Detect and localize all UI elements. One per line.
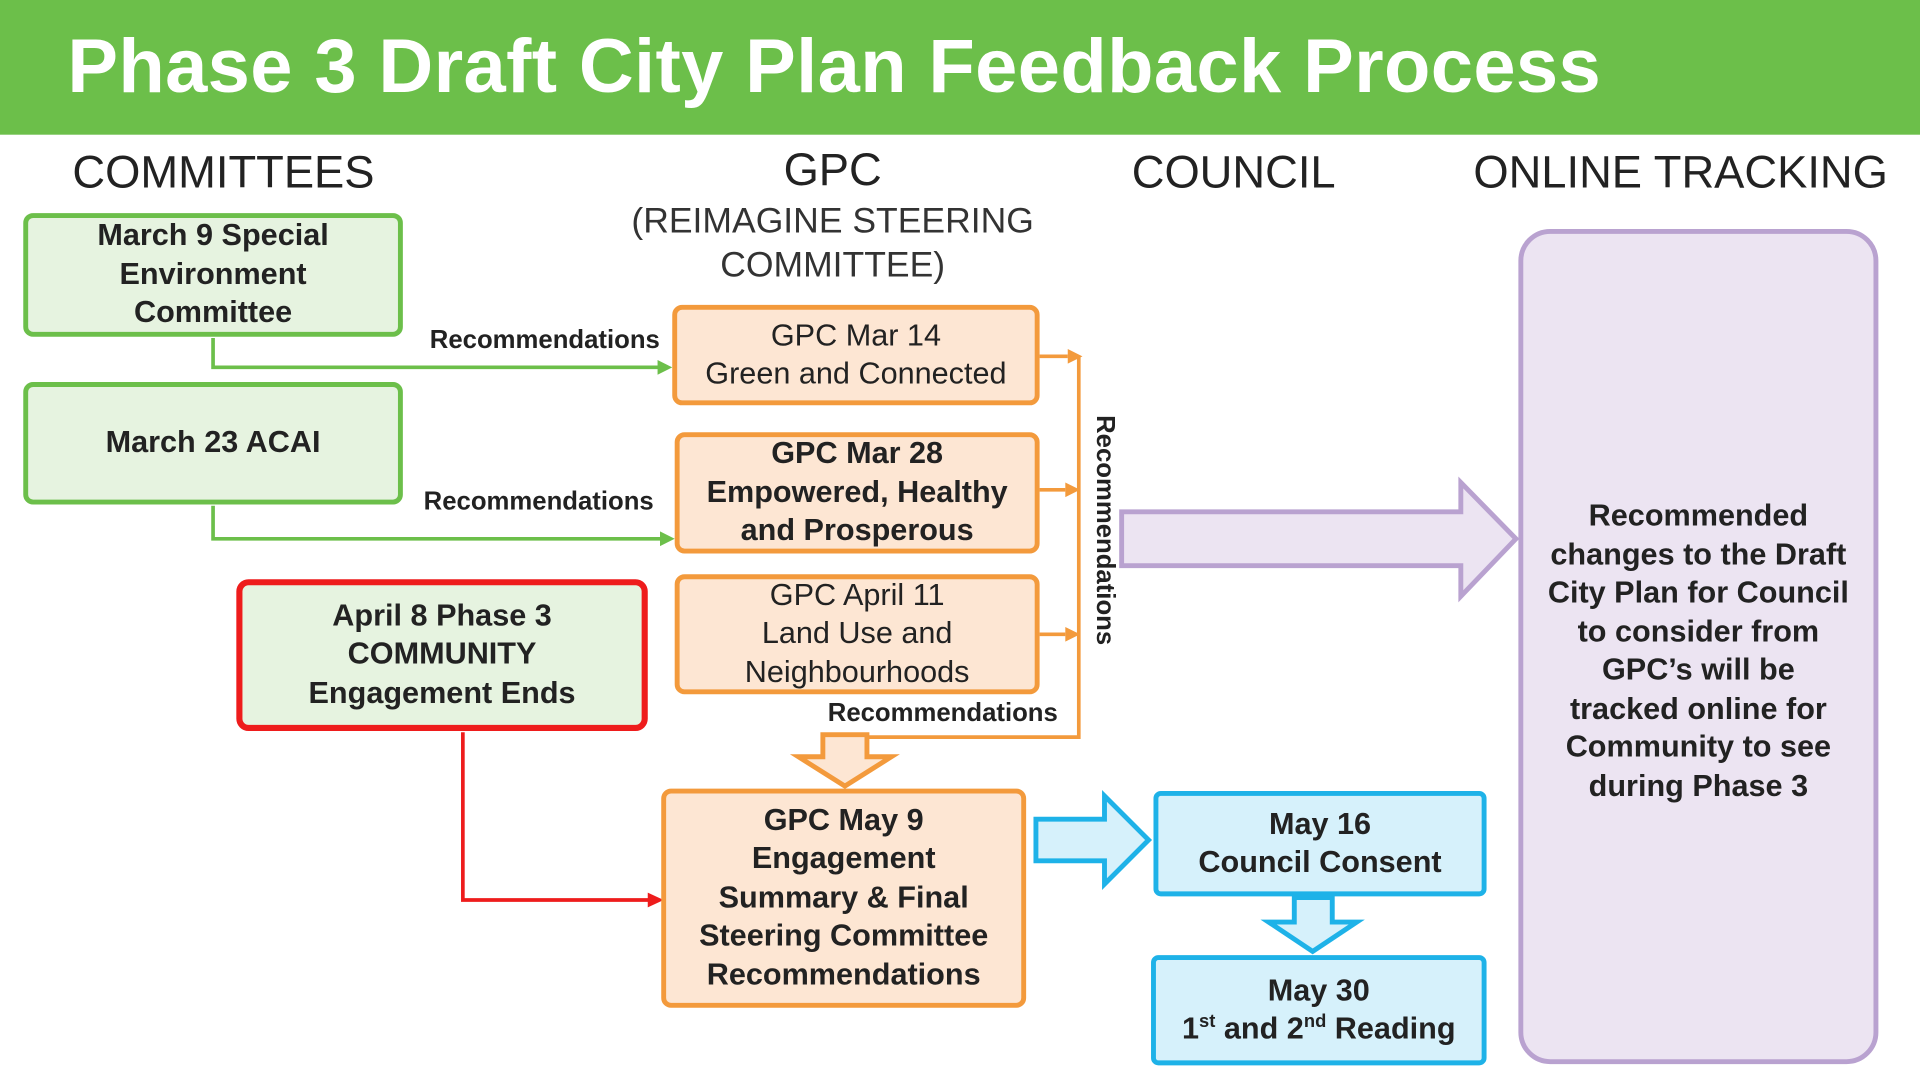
- column-header-council: COUNCIL: [1131, 146, 1336, 198]
- box-line: GPC May 9: [763, 802, 924, 838]
- column-subheader-gpc-line2: COMMITTEE): [720, 246, 946, 286]
- block-arrow-to-may9: [789, 732, 900, 790]
- box-line: GPC April 11: [769, 577, 945, 612]
- box-line: March 9 Special: [97, 218, 329, 253]
- committee-april8-community-engagement: April 8 Phase 3 COMMUNITY Engagement End…: [236, 579, 648, 732]
- box-line: April 8 Phase 3: [332, 598, 552, 633]
- box-line: Engagement Ends: [308, 675, 576, 710]
- box-line: Green and Connected: [705, 356, 1007, 391]
- box-line: Committee: [133, 295, 293, 330]
- box-line: May 16: [1268, 806, 1372, 841]
- arrowhead-march23: [660, 531, 675, 547]
- connector-march9-to-mar14: [211, 337, 659, 370]
- connector-march23-to-mar28: [211, 505, 662, 541]
- box-line: to consider from: [1577, 614, 1820, 649]
- committee-march9-special-environment: March 9 Special Environment Committee: [23, 213, 403, 337]
- gpc-mar28-empowered-healthy-prosperous: GPC Mar 28 Empowered, Healthy and Prospe…: [674, 432, 1040, 554]
- arrowhead-march9: [657, 360, 673, 375]
- title-banner: Phase 3 Draft City Plan Feedback Process: [0, 0, 1920, 135]
- online-tracking-panel: Recommended changes to the Draft City Pl…: [1518, 228, 1879, 1065]
- committee-march23-acai: March 23 ACAI: [23, 382, 403, 505]
- box-line: Empowered, Healthy: [706, 474, 1008, 510]
- box-line: Land Use and: [761, 616, 953, 651]
- box-line: Neighbourhoods: [744, 654, 970, 690]
- box-line: Community to see: [1565, 729, 1832, 765]
- gpc-april11-land-use-neighbourhoods: GPC April 11 Land Use and Neighbourhoods: [674, 574, 1040, 695]
- box-line: during Phase 3: [1588, 768, 1809, 803]
- arrowhead-april8: [647, 892, 664, 908]
- box-line: May 30: [1267, 972, 1370, 1008]
- box-line: City Plan for Council: [1547, 575, 1849, 610]
- column-header-gpc: GPC: [783, 144, 882, 195]
- box-line: tracked online for: [1569, 691, 1827, 726]
- box-line: Council Consent: [1198, 844, 1442, 880]
- page-title: Phase 3 Draft City Plan Feedback Process: [67, 24, 1602, 109]
- column-header-online-tracking: ONLINE TRACKING: [1473, 146, 1888, 198]
- box-line: Recommendations: [706, 957, 981, 992]
- arrowhead-mar14-out: [1067, 348, 1083, 364]
- connector-april8-to-may9: [461, 732, 649, 902]
- block-arrow-to-online-tracking: [1119, 476, 1520, 603]
- council-may16-consent: May 16 Council Consent: [1153, 791, 1487, 897]
- box-line: Environment: [119, 256, 307, 292]
- ordinal-nd: nd: [1303, 1011, 1327, 1032]
- block-arrow-to-may30: [1260, 895, 1365, 955]
- column-subheader-gpc-line1: (REIMAGINE STEERING: [631, 202, 1034, 242]
- label-recommendations-march23: Recommendations: [423, 487, 654, 516]
- gpc-mar14-green-and-connected: GPC Mar 14 Green and Connected: [672, 304, 1040, 406]
- box-line: GPC Mar 14: [770, 317, 941, 353]
- box-line: COMMUNITY: [347, 637, 537, 672]
- box-line: 1st and 2nd Reading: [1182, 1010, 1456, 1049]
- council-may30-readings: May 30 1st and 2nd Reading: [1151, 955, 1487, 1066]
- box-line: GPC’s will be: [1601, 652, 1795, 687]
- box-line: Summary & Final: [718, 880, 969, 915]
- box-line: GPC Mar 28: [771, 436, 944, 471]
- box-line: changes to the Draft: [1550, 536, 1847, 572]
- label-recommendations-to-may9: Recommendations: [827, 699, 1058, 728]
- reading-1: 1: [1182, 1011, 1200, 1046]
- arrowhead-apr11-out: [1065, 626, 1081, 642]
- box-line: and Prosperous: [740, 513, 974, 548]
- arrowhead-mar28-out: [1065, 482, 1081, 498]
- label-recommendations-march9: Recommendations: [429, 325, 660, 354]
- box-line: Engagement: [751, 841, 936, 876]
- reading-and-2: and 2: [1215, 1011, 1304, 1046]
- label-recommendations-vertical: Recommendations: [1091, 415, 1120, 646]
- gpc-may9-final-recommendations: GPC May 9 Engagement Summary & Final Ste…: [661, 788, 1027, 1008]
- column-header-committees: COMMITTEES: [72, 146, 375, 198]
- box-line: Recommended: [1588, 498, 1809, 533]
- box-line: March 23 ACAI: [105, 425, 321, 460]
- ordinal-st: st: [1199, 1011, 1216, 1032]
- box-line: Steering Committee: [699, 918, 989, 953]
- reading-word: Reading: [1326, 1011, 1456, 1046]
- connector-recommendations-bus: [843, 356, 1081, 739]
- block-arrow-to-may16: [1033, 790, 1153, 891]
